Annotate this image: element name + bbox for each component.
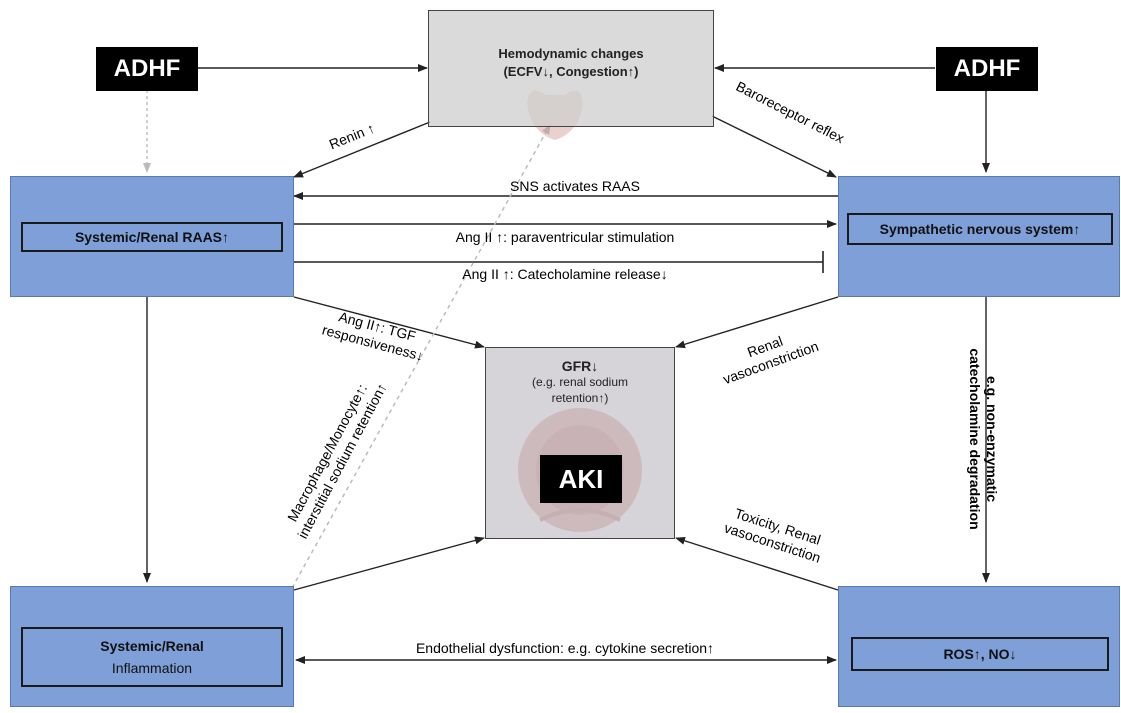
arrow-sns-to-aki: [675, 296, 839, 349]
sns-outer-box: Sympathetic nervous system↑: [838, 176, 1120, 297]
gfr-detail-2: retention↑): [551, 391, 609, 405]
inflammation-label-2: Inflammation: [111, 660, 193, 676]
arrow-inflammation-to-hemodynamic: [291, 124, 551, 589]
hemodynamic-title: Hemodynamic changes: [498, 46, 644, 61]
ros-label: ROS↑, NO↓: [943, 646, 1017, 662]
arrow-ros-to-aki: [675, 536, 839, 591]
aki-badge: AKI: [540, 455, 622, 503]
arrow-inflammation-to-aki: [293, 536, 485, 591]
gfr-label: GFR↓: [561, 358, 599, 374]
arrow-raas-to-aki: [293, 296, 485, 349]
hemodynamic-subtitle: (ECFV↓, Congestion↑): [503, 64, 639, 79]
label-ang-paraventricular: Ang II ↑: paraventricular stimulation: [455, 229, 675, 245]
raas-label: Systemic/Renal RAAS↑: [74, 229, 230, 245]
label-nonenzymatic-1: e.g. non-enzymatic: [984, 375, 1000, 503]
sns-label: Sympathetic nervous system↑: [879, 221, 1081, 237]
ros-outer-box: ROS↑, NO↓: [838, 586, 1120, 707]
adhf-right-box: ADHF: [936, 47, 1038, 91]
gfr-detail-1: (e.g. renal sodium: [531, 375, 629, 389]
aki-label: AKI: [558, 463, 604, 494]
inflammation-outer-box: Systemic/Renal Inflammation: [10, 586, 294, 707]
raas-inner-box: Systemic/Renal RAAS↑: [21, 222, 283, 252]
raas-outer-box: Systemic/Renal RAAS↑: [10, 176, 294, 297]
adhf-left-box: ADHF: [96, 47, 198, 91]
arrow-baroreceptor-to-sns: [711, 115, 837, 178]
ros-inner-box: ROS↑, NO↓: [851, 637, 1109, 671]
gfr-aki-box: GFR↓ (e.g. renal sodium retention↑) AKI: [485, 347, 675, 539]
adhf-right-label: ADHF: [953, 55, 1021, 82]
inflammation-inner-box: Systemic/Renal Inflammation: [21, 627, 283, 687]
label-ang-catecholamine: Ang II ↑: Catecholamine release↓: [462, 266, 668, 282]
label-nonenzymatic: e.g. non-enzymatic catecholamine degrada…: [966, 339, 1000, 539]
label-sns-activates-raas: SNS activates RAAS: [510, 178, 640, 194]
arrow-hemodynamic-to-raas: [293, 121, 431, 178]
adhf-left-label: ADHF: [113, 55, 181, 82]
inflammation-label-1: Systemic/Renal: [100, 638, 204, 654]
sns-inner-box: Sympathetic nervous system↑: [847, 213, 1113, 245]
label-endothelial-dysfunction: Endothelial dysfunction: e.g. cytokine s…: [415, 640, 715, 656]
hemodynamic-changes-box: Hemodynamic changes (ECFV↓, Congestion↑): [428, 10, 714, 127]
label-nonenzymatic-2: catecholamine degradation: [967, 348, 983, 530]
